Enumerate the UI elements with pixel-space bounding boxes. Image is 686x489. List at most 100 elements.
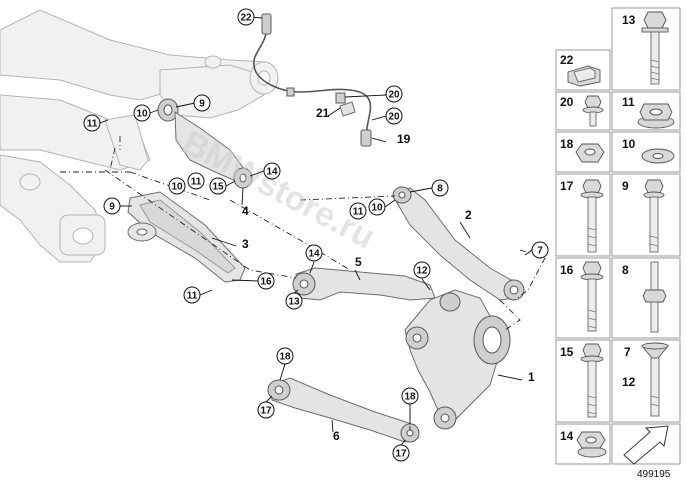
strut-link-3 [127, 191, 246, 283]
callout-number: 7 [537, 246, 543, 257]
part-label-21: 21 [316, 106, 330, 120]
part-label-2: 2 [465, 208, 472, 222]
panel-label-14: 14 [560, 429, 574, 443]
callout-circle [193, 94, 211, 112]
callout-circle [431, 179, 449, 197]
callout-circle [263, 162, 281, 180]
rear-subframe [0, 9, 279, 263]
long-bolt-icon [641, 11, 669, 85]
callout-number: 11 [191, 177, 202, 188]
callout-circle [133, 104, 151, 122]
callout-circle [413, 261, 431, 279]
hex-nut-icon [575, 143, 605, 163]
callout-18: 18 [401, 387, 419, 405]
panel-7-12 [611, 339, 681, 423]
panel-label-18: 18 [560, 137, 574, 151]
callout-circle [385, 85, 403, 103]
panel-label-17: 17 [560, 179, 574, 193]
part-label-4: 4 [242, 204, 249, 218]
toe-link-6 [267, 377, 420, 443]
panel-label-9: 9 [622, 179, 629, 193]
callout-circle [392, 444, 410, 462]
callout-number: 22 [240, 13, 252, 24]
flange-screw-icon [582, 95, 604, 127]
panel-label-10: 10 [622, 137, 636, 151]
washer-icon [641, 148, 675, 164]
callout-circle [83, 114, 101, 132]
part-label-19: 19 [397, 132, 411, 146]
callout-number: 12 [416, 266, 428, 277]
callout-number: 11 [87, 119, 98, 130]
wishbone-5 [292, 267, 436, 301]
leader-lines [99, 16, 533, 446]
countersunk-bolt-icon [641, 342, 669, 417]
callout-number: 15 [212, 182, 224, 193]
part-label-3: 3 [242, 237, 249, 251]
panel-15 [555, 339, 611, 423]
callout-circle [385, 107, 403, 125]
part-label-1: 1 [528, 370, 535, 384]
flange-bolt-17-icon [580, 179, 604, 253]
panel-9 [611, 173, 681, 257]
callout-number: 20 [388, 90, 400, 101]
callout-8: 8 [431, 179, 449, 197]
callout-number: 17 [395, 449, 407, 460]
callout-10: 10 [133, 104, 151, 122]
callout-circle [349, 202, 367, 220]
flange-bolt-15-icon [580, 343, 604, 418]
callout-circle [187, 172, 205, 190]
plain-label-group: 21 19 4 2 3 5 1 6 [242, 106, 535, 443]
callout-9: 9 [103, 197, 121, 215]
hardware-legend: 22 13 20 11 [555, 7, 681, 480]
callout-circle [257, 401, 275, 419]
callout-number: 11 [187, 291, 198, 302]
callout-7: 7 [531, 241, 549, 259]
panel-label-13: 13 [622, 13, 636, 27]
callout-15: 15 [209, 177, 227, 195]
callout-12: 12 [413, 261, 431, 279]
callout-17: 17 [392, 444, 410, 462]
callout-number: 18 [279, 352, 291, 363]
callout-circle [401, 387, 419, 405]
wheel-carrier-1 [404, 289, 511, 430]
control-arm-2 [392, 186, 525, 301]
callout-13: 13 [285, 292, 303, 310]
panel-17 [555, 173, 611, 257]
callout-20: 20 [385, 85, 403, 103]
part-label-5: 5 [355, 255, 362, 269]
callout-number: 17 [260, 406, 272, 417]
part-label-6: 6 [333, 429, 340, 443]
direction-arrow-icon [623, 425, 669, 465]
callout-number: 10 [171, 182, 183, 193]
callout-14: 14 [263, 162, 281, 180]
panel-label-22: 22 [560, 53, 574, 67]
panel-label-7: 7 [624, 345, 631, 359]
panel-label-11: 11 [622, 95, 635, 109]
callout-circle [531, 241, 549, 259]
callout-number: 10 [136, 109, 148, 120]
panel-label-8: 8 [622, 263, 629, 277]
callout-22: 22 [237, 8, 255, 26]
callout-circle [209, 177, 227, 195]
panel-label-15: 15 [560, 345, 574, 359]
panel-label-12: 12 [622, 375, 636, 389]
callout-circle [237, 8, 255, 26]
stud-icon [642, 261, 667, 333]
hex-nut-flange-icon [576, 431, 607, 458]
callout-11: 11 [349, 202, 367, 220]
callout-circle [168, 177, 186, 195]
panel-16 [555, 257, 611, 339]
panel-label-20: 20 [560, 95, 574, 109]
callout-circle [183, 286, 201, 304]
callout-number: 9 [199, 99, 205, 110]
eccentric-bolt-icon [643, 179, 665, 253]
callout-20: 20 [385, 107, 403, 125]
flange-bolt-16-icon [580, 261, 604, 332]
callout-circle [257, 272, 275, 290]
wear-sensor-cable [253, 13, 372, 147]
callout-number: 9 [109, 202, 115, 213]
panel-label-16: 16 [560, 263, 574, 277]
hex-nut-collar-icon [637, 103, 675, 129]
